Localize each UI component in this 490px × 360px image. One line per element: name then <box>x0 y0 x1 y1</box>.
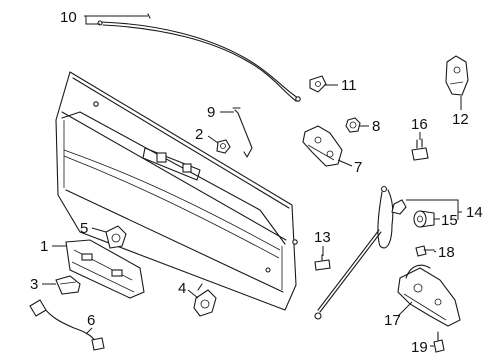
handle-assembly <box>65 239 145 299</box>
release-cable <box>97 13 301 102</box>
callout-2: 2 <box>195 126 203 143</box>
leader-lines <box>42 15 462 347</box>
callout-5: 5 <box>80 220 88 237</box>
callout-1: 1 <box>40 238 48 255</box>
callout-19: 19 <box>411 339 428 356</box>
bolt-19 <box>433 331 445 353</box>
latch-actuator <box>397 264 461 327</box>
callout-9: 9 <box>207 104 215 121</box>
callout-10: 10 <box>60 9 77 26</box>
callout-15: 15 <box>441 212 458 229</box>
callout-labels: 10 11 12 9 2 8 16 7 14 15 13 18 17 19 1 … <box>30 9 483 356</box>
hinge-bracket <box>445 55 469 96</box>
tailgate-panel <box>55 71 298 311</box>
callout-18: 18 <box>438 244 455 261</box>
striker-bolt <box>411 138 429 161</box>
callout-12: 12 <box>452 111 469 128</box>
bolt-18 <box>415 245 435 257</box>
callout-8: 8 <box>372 118 380 135</box>
screw-13 <box>314 254 331 271</box>
callout-4: 4 <box>178 280 186 297</box>
latch-bracket <box>302 125 343 167</box>
callout-6: 6 <box>87 312 95 329</box>
callout-16: 16 <box>411 116 428 133</box>
bushing <box>413 210 435 228</box>
camera <box>105 225 127 249</box>
cable-assembly <box>314 185 407 320</box>
callout-13: 13 <box>314 229 331 246</box>
callout-7: 7 <box>354 159 362 176</box>
callout-17: 17 <box>384 312 401 329</box>
rod-clip <box>216 139 231 154</box>
lock-cylinder <box>193 283 217 317</box>
wiring-harness <box>29 299 105 351</box>
cable-bracket <box>309 75 327 93</box>
switch <box>55 275 81 295</box>
lock-rod <box>232 107 253 158</box>
callout-3: 3 <box>30 276 38 293</box>
nut <box>345 117 361 133</box>
callout-11: 11 <box>341 77 357 94</box>
callout-14: 14 <box>466 204 483 221</box>
